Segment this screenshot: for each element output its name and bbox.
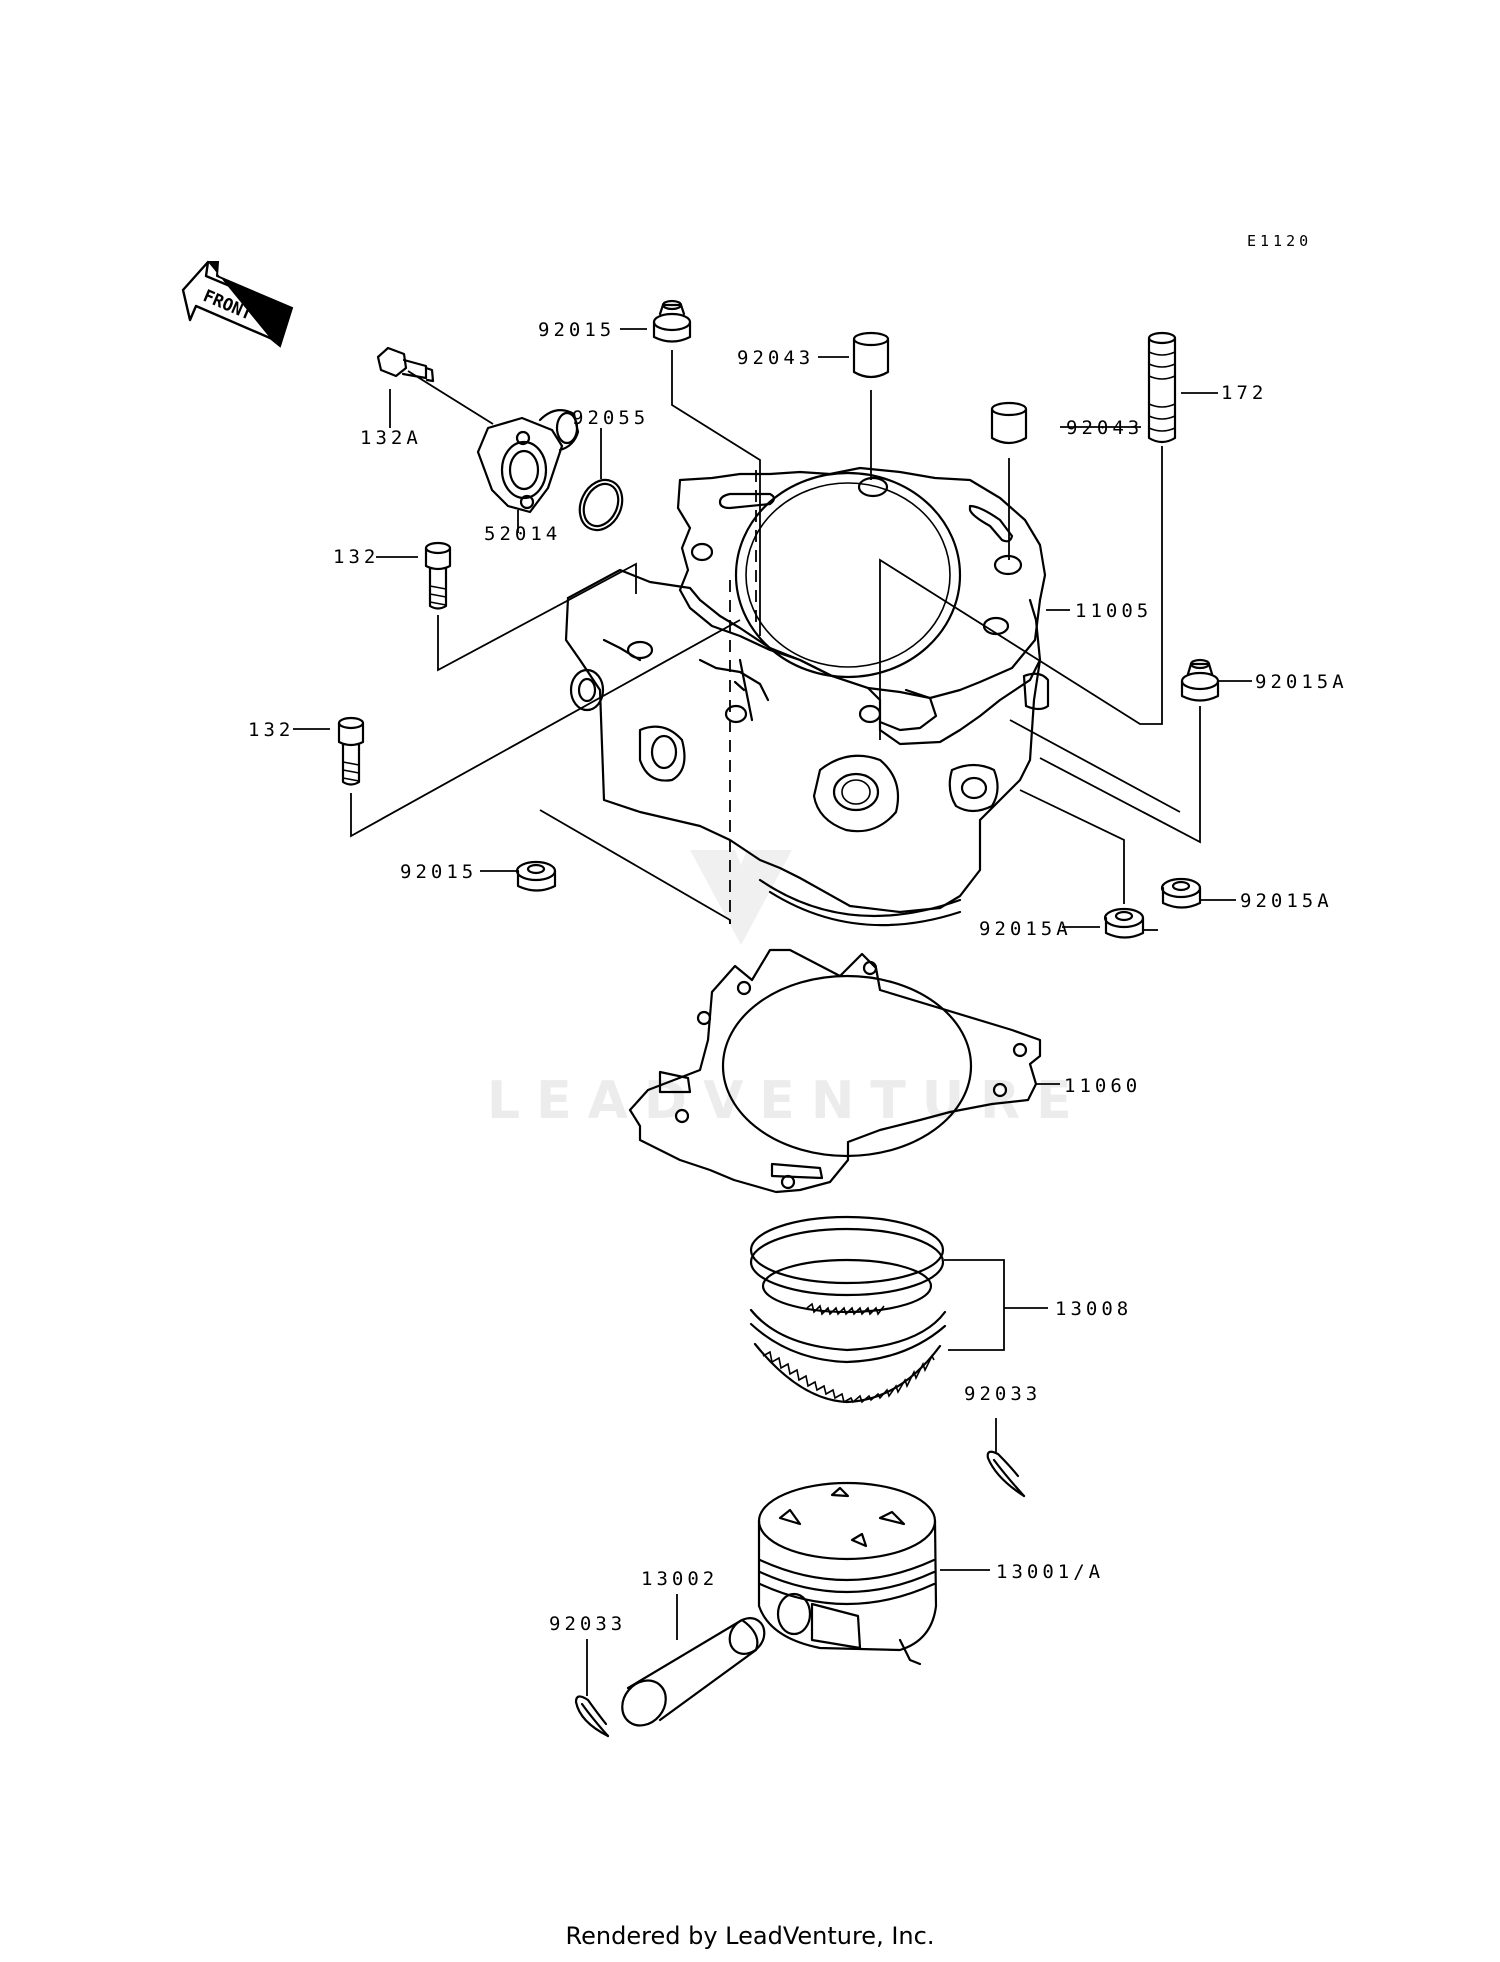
part-label: 172 [1221, 382, 1267, 404]
circlip-92033-right [986, 1450, 1026, 1498]
part-label: 92043 [737, 347, 814, 369]
part-label: 92055 [572, 407, 649, 429]
part-label: 92015 [538, 319, 615, 341]
part-label: 132 [248, 719, 294, 741]
piston-13001a [757, 1481, 938, 1666]
stud-172 [1147, 331, 1177, 444]
piston-pin-13002 [621, 1617, 766, 1727]
cylinder-11005 [564, 466, 1050, 927]
diagram-code: E1120 [1247, 232, 1312, 250]
dowel-pin-92043-a [852, 331, 890, 379]
leader-lines [293, 328, 1252, 1696]
part-label: 92015 [400, 861, 477, 883]
part-label: 92043 [1066, 417, 1143, 439]
part-label: 92015A [979, 918, 1072, 940]
part-label: 92033 [964, 1383, 1041, 1405]
piston-rings-13008 [749, 1215, 947, 1404]
front-arrow-icon: FRONT [181, 260, 294, 348]
flange-nut-92015-top [652, 299, 692, 343]
part-label: 52014 [484, 523, 561, 545]
flange-nut-92015-left [515, 860, 557, 892]
part-label: 13008 [1055, 1298, 1132, 1320]
watermark-text: LEADVENTURE [487, 1071, 1088, 1131]
flange-nut-92015a-right [1180, 658, 1220, 702]
footer-credit: Rendered by LeadVenture, Inc. [565, 1922, 935, 1950]
dowel-pin-92043-b [990, 401, 1028, 445]
part-label: 92033 [549, 1613, 626, 1635]
bolt-132a [376, 346, 435, 383]
part-label: 132A [360, 427, 422, 449]
pipe-joint-52014 [476, 409, 580, 514]
part-label: 11060 [1064, 1075, 1141, 1097]
bolt-132-lower [337, 716, 365, 786]
part-label: 13001/A [996, 1561, 1104, 1583]
part-label: 11005 [1075, 600, 1152, 622]
part-label: 132 [333, 546, 379, 568]
part-label: 92015A [1240, 890, 1333, 912]
bolt-132-upper [424, 541, 452, 610]
flange-nut-92015a-bottom [1103, 907, 1145, 939]
part-label: 13002 [641, 1568, 718, 1590]
part-labels: 92015 92043 92043 172 132A 92055 52014 1… [248, 319, 1348, 1635]
gasket-11060 [628, 948, 1042, 1194]
o-ring-92055 [578, 478, 624, 532]
circlip-92033-left [574, 1695, 610, 1738]
part-label: 92015A [1255, 671, 1348, 693]
watermark: LEADVENTURE [487, 850, 1088, 1131]
flange-nut-92015a-lower-right [1160, 877, 1202, 909]
